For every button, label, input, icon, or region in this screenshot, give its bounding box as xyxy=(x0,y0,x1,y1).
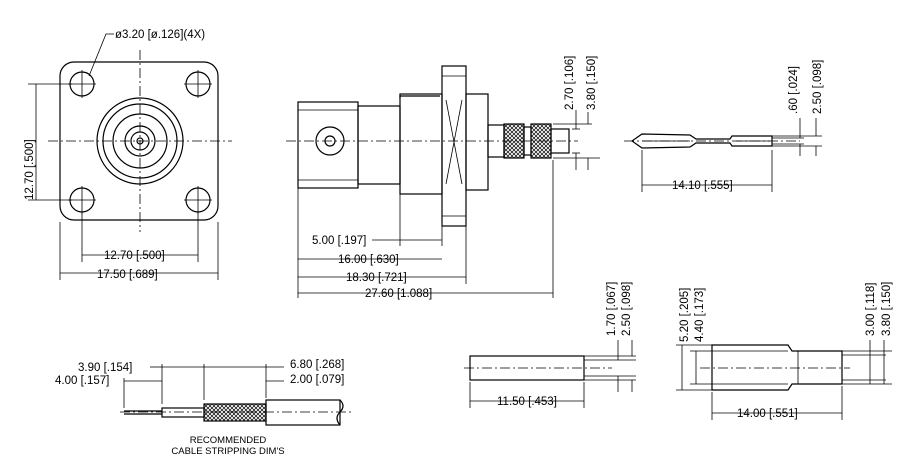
rear-housing xyxy=(465,93,489,191)
pin-dim-250-text: 2.50 [.098] xyxy=(812,60,824,114)
ferrule: 5.20 [.205] 4.40 [.173] 3.00 [.118] 3.80… xyxy=(676,282,893,420)
strip-dim-680-text: 6.80 [.268] xyxy=(290,359,344,371)
side-dim-270-text: 2.70 [.106] xyxy=(564,56,576,110)
strip-dim-390-text: 3.90 [.154] xyxy=(78,362,132,374)
side-view: 2.70 [.106] 3.80 [.150] 5.00 [.197] 16.0… xyxy=(286,56,600,300)
ferrule-dim-440-text: 4.40 [.173] xyxy=(694,288,706,342)
hole-spacing-dim-text: 12.70 [.500] xyxy=(104,250,165,262)
front-view: ø3.20 [ø.126](4X) 12.70 [.500] 12.70 [.5… xyxy=(24,29,232,281)
tube-dim-250-text: 2.50 [.098] xyxy=(621,282,633,336)
stripping-caption-line1: RECOMMENDED xyxy=(190,435,267,446)
side-dim-18-text: 18.30 [.721] xyxy=(346,272,407,284)
stripping-caption-line2: CABLE STRIPPING DIM'S xyxy=(171,446,284,457)
hole-callout-text: ø3.20 [ø.126](4X) xyxy=(115,29,205,41)
ferrule-dim-380-text: 3.80 [.150] xyxy=(881,282,893,336)
side-dim-5-text: 5.00 [.197] xyxy=(312,235,366,247)
ferrule-outline xyxy=(711,344,843,391)
crimp-tube: 1.70 [.067] 2.50 [.098] 11.50 [.453] xyxy=(464,282,636,408)
ferrule-dim-300-text: 3.00 [.118] xyxy=(865,283,877,337)
cable-jacket xyxy=(265,399,341,426)
braid-section xyxy=(203,403,267,422)
cable-stripping: 3.90 [.154] 4.00 [.157] 6.80 [.268] 2.00… xyxy=(55,359,352,457)
height-dim-text: 12.70 [.500] xyxy=(24,139,36,200)
ferrule-length-dim-text: 14.00 [.551] xyxy=(737,408,798,420)
side-dim-27-text: 27.60 [1.088] xyxy=(365,288,432,300)
tube-dim-170-text: 1.70 [.067] xyxy=(606,282,618,336)
pin-length-dim-text: 14.10 [.555] xyxy=(672,180,733,192)
strip-dim-200-text: 2.00 [.079] xyxy=(290,374,344,386)
tube-length-dim-text: 11.50 [.453] xyxy=(497,396,557,408)
side-dim-16-text: 16.00 [.630] xyxy=(338,254,399,266)
contact-pin: .60 [.024] 2.50 [.098] 14.10 [.555] xyxy=(624,60,824,192)
threaded-section xyxy=(399,93,443,195)
strip-dim-400-text: 4.00 [.157] xyxy=(55,375,109,387)
ferrule-dim-520-text: 5.20 [.205] xyxy=(679,288,691,342)
pin-dim-060-text: .60 [.024] xyxy=(788,66,800,114)
side-dim-380-text: 3.80 [.150] xyxy=(586,56,598,110)
hex-nut xyxy=(441,65,467,227)
flange-width-dim-text: 17.50 [.689] xyxy=(97,269,158,281)
